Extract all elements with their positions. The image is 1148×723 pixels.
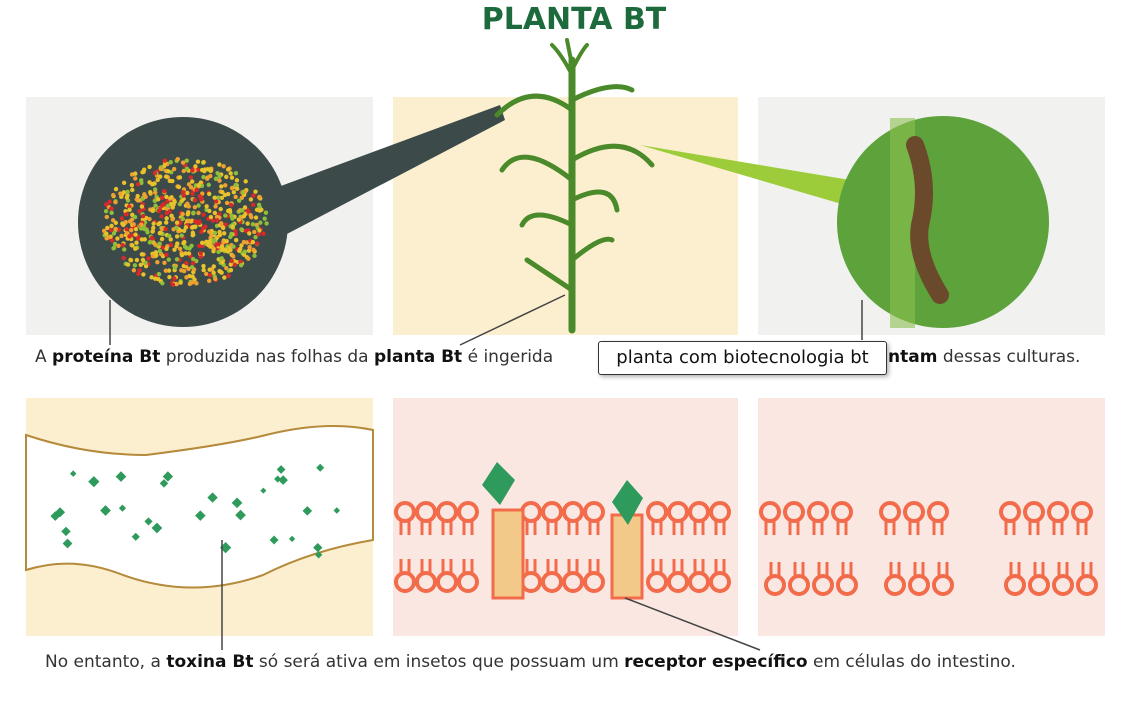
protein-particles [101,157,269,287]
receptor [491,508,525,600]
cell-membrane [394,501,1098,596]
toxin-particles [50,463,341,559]
caption-top: A proteína Bt produzida nas folhas da pl… [35,347,554,367]
toxin-crystal [612,480,643,525]
caption-top-end: ntam dessas culturas. [888,347,1081,367]
protein-magnified-circle [78,117,288,327]
page-title: PLANTA BT [481,2,667,37]
caterpillar [906,136,949,304]
toxin-crystal [482,462,515,505]
caption-bottom: No entanto, a toxina Bt só será ativa em… [45,652,1016,672]
gut-lumen [25,425,374,589]
receptor [610,513,644,600]
tooltip: planta com biotecnologia bt [598,341,887,375]
corn-plant [494,38,655,334]
